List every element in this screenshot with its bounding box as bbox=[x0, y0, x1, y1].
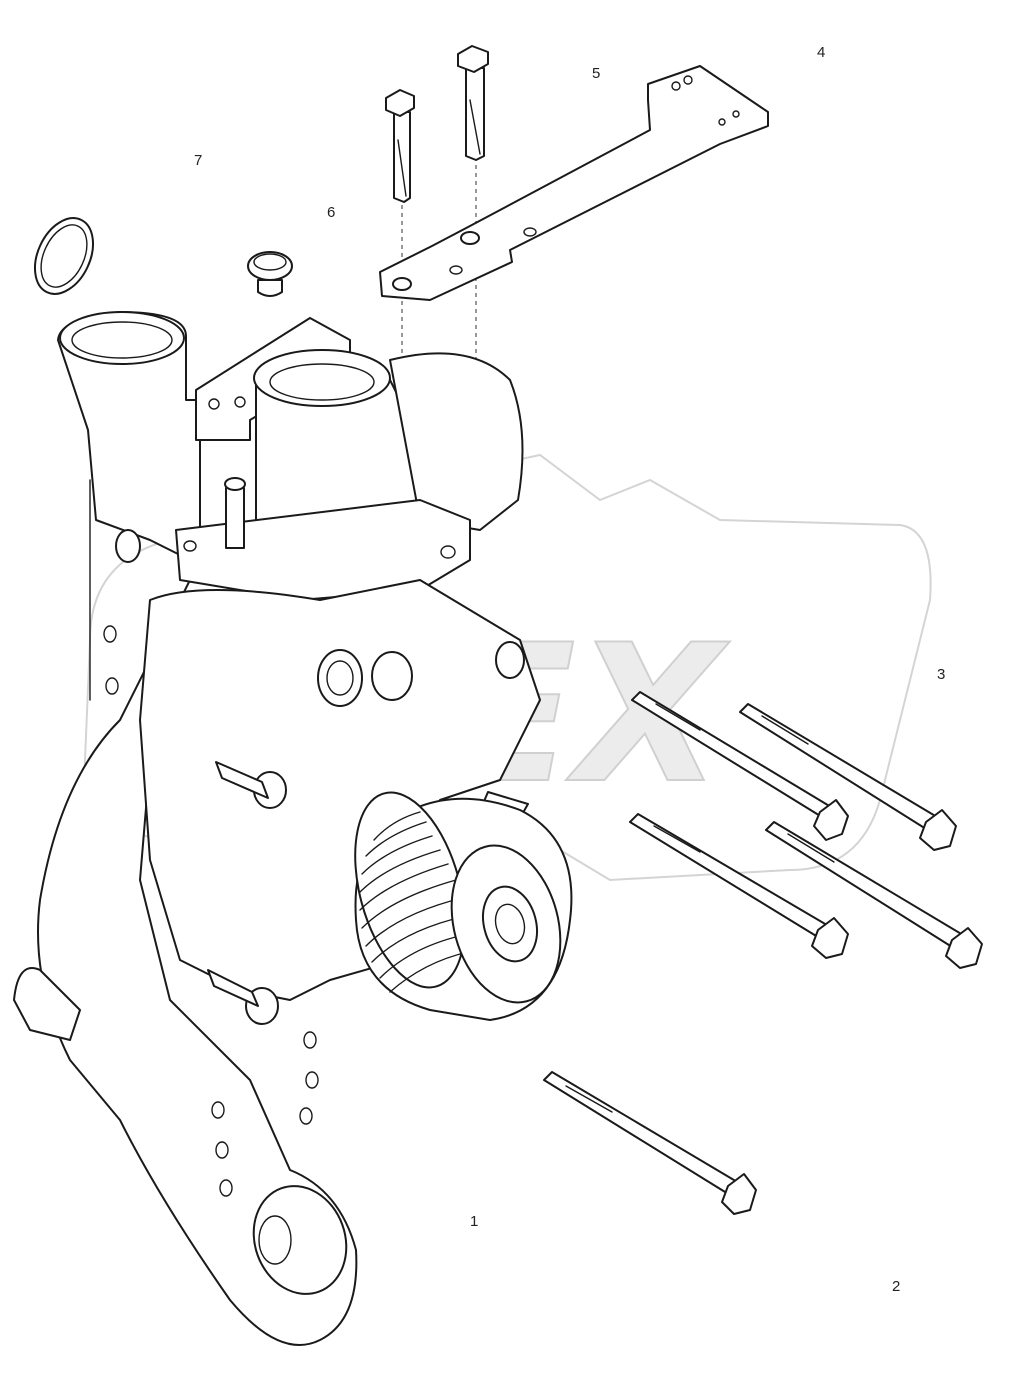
o-ring-part-7 bbox=[33, 217, 95, 295]
bolt-part-3-a bbox=[631, 691, 849, 841]
callout-1: 1 bbox=[470, 1213, 478, 1230]
bracket-plate-part-4 bbox=[379, 65, 769, 301]
plug-part-6 bbox=[247, 251, 293, 297]
pulley-part-1 bbox=[354, 791, 573, 1021]
callout-3: 3 bbox=[937, 666, 945, 683]
bolt-part-2 bbox=[543, 1071, 757, 1215]
callout-2: 2 bbox=[892, 1278, 900, 1295]
water-pump-housing-part-1 bbox=[13, 311, 541, 1346]
bolt-part-3-d bbox=[765, 821, 983, 969]
callout-7: 7 bbox=[194, 152, 202, 169]
callout-4: 4 bbox=[817, 44, 825, 61]
bolt-part-5-left bbox=[385, 89, 415, 203]
callout-5: 5 bbox=[592, 65, 600, 82]
bolt-part-3-c bbox=[629, 813, 849, 959]
bolt-part-3-b bbox=[739, 703, 957, 851]
callout-6: 6 bbox=[327, 204, 335, 221]
bolt-part-5-right bbox=[457, 45, 489, 161]
